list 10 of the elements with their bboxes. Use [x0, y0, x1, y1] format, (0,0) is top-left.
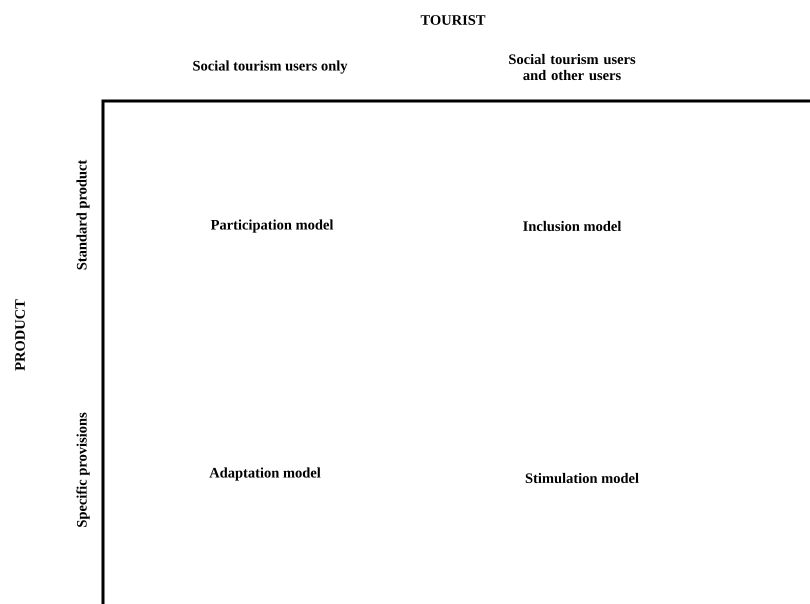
cell-text: Stimulation model [526, 472, 639, 484]
cell-text: Participation model [210, 219, 334, 233]
axis-title: PRODUCT [15, 299, 25, 371]
row-header: Standard product [76, 160, 90, 270]
column-header: Social tourism users and other users [509, 54, 636, 80]
column-header: Social tourism users only [193, 60, 348, 74]
axis-title: TOURIST [420, 15, 486, 25]
cell-text: Adaptation model [209, 467, 321, 481]
row-header: Specific provisions [76, 412, 90, 527]
cell-text: Inclusion model [523, 220, 622, 232]
